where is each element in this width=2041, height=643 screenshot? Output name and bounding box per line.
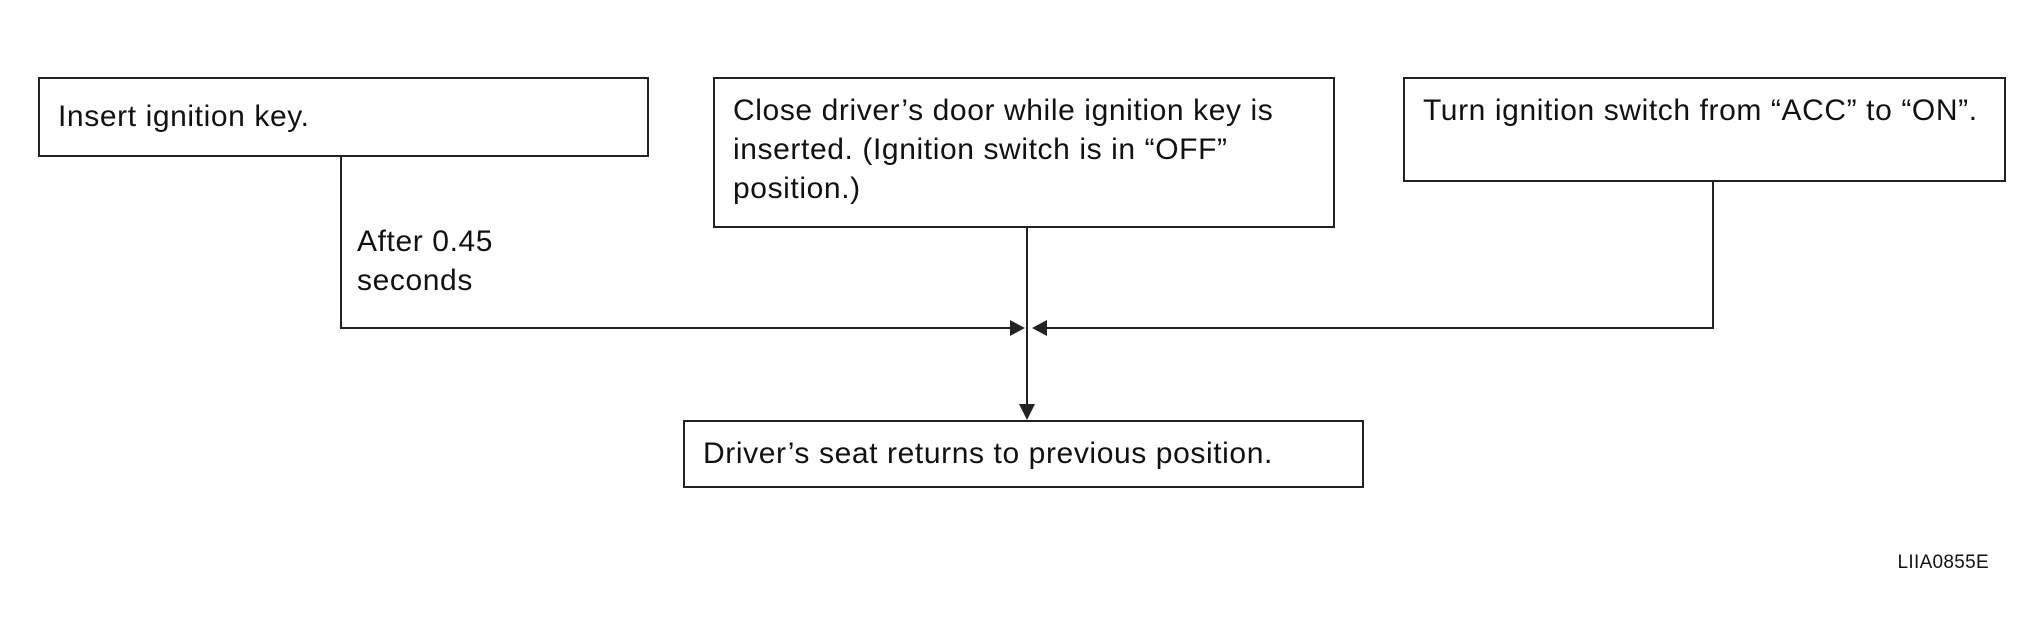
step-insert-key-text: Insert ignition key. — [58, 100, 310, 133]
figure-code: LIIA0855E — [1897, 552, 1989, 573]
arrowhead-left — [1032, 320, 1047, 336]
delay-label-line1: After 0.45 — [357, 225, 494, 258]
connector-insert-key — [340, 157, 1012, 329]
delay-label: After 0.45 seconds — [357, 222, 493, 300]
delay-label-line2: seconds — [357, 264, 473, 297]
result-text: Driver’s seat returns to previous positi… — [703, 437, 1273, 470]
step-turn-switch-box: Turn ignition switch from “ACC” to “ON”. — [1403, 77, 2006, 182]
arrowhead-down — [1019, 404, 1035, 420]
connector-turn-switch — [1047, 182, 1714, 329]
step-close-door-text: Close driver’s door while ignition key i… — [733, 94, 1274, 205]
result-box: Driver’s seat returns to previous positi… — [683, 420, 1364, 488]
step-close-door-box: Close driver’s door while ignition key i… — [713, 77, 1335, 228]
step-turn-switch-text: Turn ignition switch from “ACC” to “ON”. — [1423, 94, 1978, 127]
arrowhead-right — [1010, 320, 1025, 336]
step-insert-key-box: Insert ignition key. — [38, 77, 649, 157]
